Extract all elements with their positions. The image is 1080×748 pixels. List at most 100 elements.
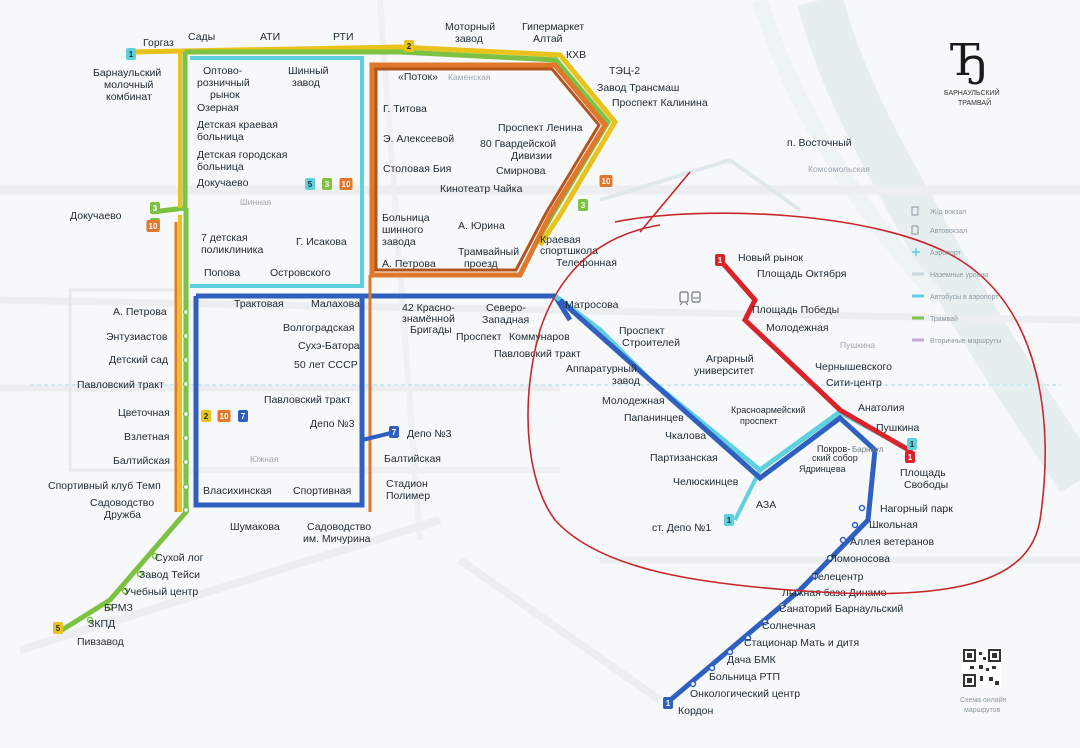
station-label: Чкалова [665, 430, 706, 442]
station-label: Молодежная [766, 322, 829, 334]
station-label: Коммунаров [509, 331, 570, 343]
station-label: Ломоносова [830, 553, 890, 565]
station-label: Папанинцев [624, 412, 684, 424]
station-label: Сухэ-Батора [298, 340, 360, 352]
station-label-line: Проспект [619, 325, 665, 337]
station-label: Попова [204, 267, 240, 279]
station-label: Кинотеатр Чайка [440, 183, 523, 195]
station-label-line: Шинный [288, 65, 329, 77]
route-badge-label: 3 [325, 180, 330, 189]
station-label: Площадь Победы [752, 304, 839, 316]
station-label: Нагорный парк [880, 503, 953, 515]
station-label: Пушкина [876, 422, 919, 434]
qr-code[interactable] [962, 648, 1002, 688]
legend-item: Автобусы в аэропорт [912, 293, 999, 301]
legend-item: Наземные уровни [912, 272, 988, 279]
station-label-line: поликлиника [201, 244, 263, 256]
station-label: Спортивная [293, 485, 351, 497]
station-label: ТЭЦ-2 [609, 65, 640, 77]
station-label-line: ский собор [812, 453, 858, 463]
station-label: А. Петрова [382, 258, 436, 270]
line-red [718, 258, 914, 455]
station-label: Учебный центр [124, 586, 198, 598]
street-label: Комсомольская [808, 164, 870, 174]
logo-line1: БАРНАУЛЬСКИЙ [944, 88, 1000, 97]
route-badge-label: 1 [727, 516, 732, 525]
station-label: Кордон [678, 705, 714, 717]
station-label: п. Восточный [787, 137, 852, 149]
route-badge: 3 [150, 202, 160, 214]
route-badge-label: 10 [602, 177, 611, 186]
station-label: Власихинская [203, 485, 272, 497]
route-badge: 10 [146, 220, 160, 232]
station-label: Чернышевского [815, 361, 892, 373]
station-label: Депо №3 [310, 418, 355, 430]
station-ticks [86, 308, 190, 624]
station-label-line: Оптово- [203, 65, 243, 77]
route-badge: 5 [53, 622, 63, 634]
route-badge-label: 2 [204, 412, 209, 421]
route-badge-label: 7 [241, 412, 246, 421]
station-label: Партизанская [650, 452, 718, 464]
station-label-line: Садоводство [307, 521, 371, 533]
station-label-line: университет [694, 365, 754, 377]
station-label: Трактовая [234, 298, 284, 310]
station-label: Телефонная [556, 257, 617, 269]
legend-label: Аэропорт [930, 250, 962, 257]
station-label-line: Детская краевая [197, 119, 278, 131]
route-badge-label: 1 [666, 699, 671, 708]
route-badge: 1 [663, 697, 673, 709]
logo: Ђ БАРНАУЛЬСКИЙ ТРАМВАЙ [944, 35, 1000, 107]
station-label-line: 42 Красно- [402, 302, 455, 314]
station-label: Стационар Мать и дитя [744, 637, 859, 649]
station-label: РТИ [333, 31, 354, 43]
station-label: Балтийская [113, 455, 170, 467]
station-label: А. Петрова [113, 306, 167, 318]
station-label-line: Красноармейский [731, 405, 805, 415]
station-label-line: Аппаратурный [566, 363, 637, 375]
legend-label: Трамвай [930, 315, 958, 323]
route-badge: 10 [339, 178, 353, 190]
station-label: Балтийская [384, 453, 441, 465]
street-label: Каменская [448, 72, 491, 82]
station-label-line: Площадь [900, 467, 946, 479]
station-label: Анатолия [858, 402, 904, 414]
plane-icon [912, 248, 920, 256]
qr-caption: маршрутов [964, 707, 1001, 714]
logo-glyph: Ђ [950, 35, 987, 86]
legend-item: Автовокзал [911, 225, 967, 235]
station-label: КХВ [566, 49, 586, 61]
station-label: Проспект Ленина [498, 122, 583, 134]
station-label-line: Покров- [817, 444, 850, 454]
station-label: Спортивный клуб Темп [48, 480, 161, 492]
station-label: Проспект Калинина [612, 97, 708, 109]
station-label-line: завод [612, 375, 640, 387]
station-label: Волгоградская [283, 322, 354, 334]
route-badge: 3 [578, 199, 588, 211]
station-label: Смирнова [496, 165, 546, 177]
route-badge-label: 7 [392, 428, 397, 437]
station-label-line: шинного [382, 224, 423, 236]
route-badge: 1 [905, 451, 915, 463]
station-label: Проспект [456, 331, 502, 343]
station-label: Северо-Западная [482, 302, 529, 326]
route-badges: 123531031021077310111115 [53, 40, 917, 709]
station-label-line: Стадион [386, 478, 428, 490]
station-label: Озерная [197, 102, 239, 114]
station-label-line: Проспект [456, 331, 502, 343]
station-label: Столовая Бия [383, 163, 451, 175]
station-label: Челюскинцев [673, 476, 739, 488]
station-label-line: завода [382, 236, 416, 248]
